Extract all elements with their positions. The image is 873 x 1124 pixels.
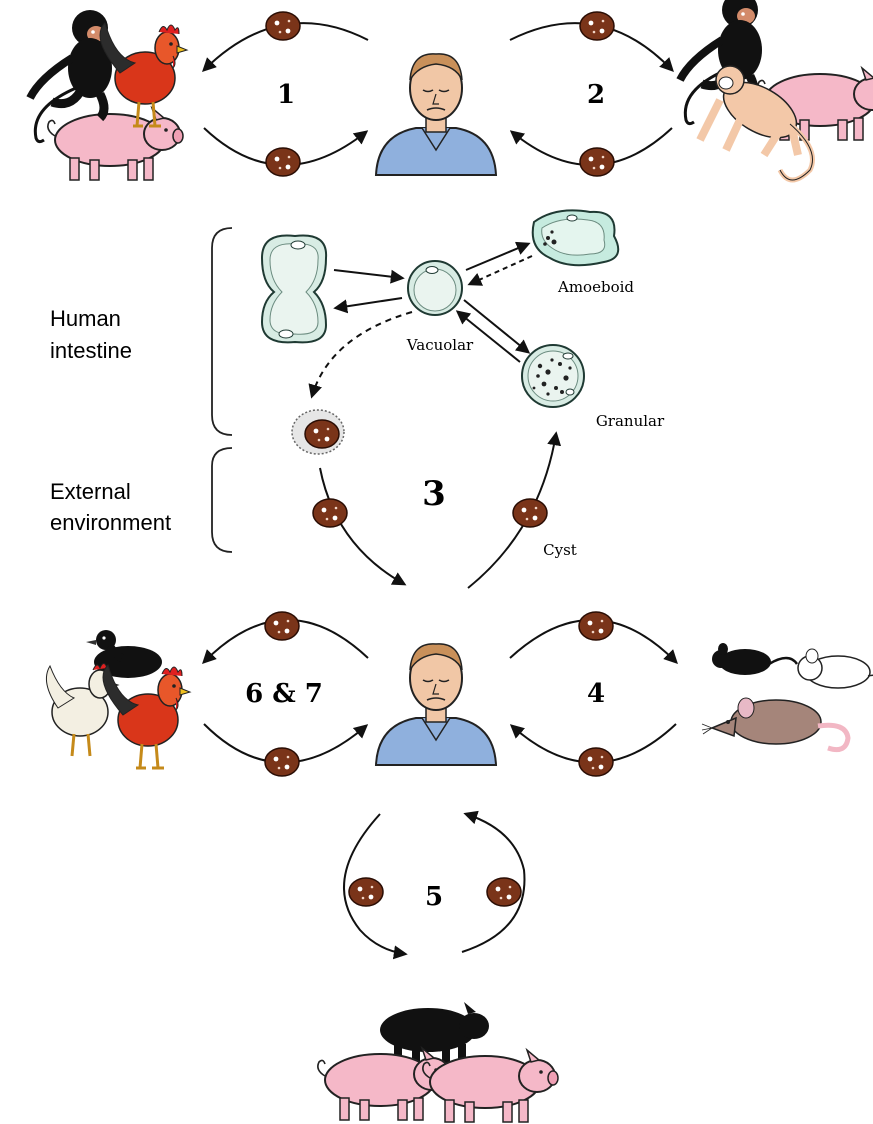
environment-bracket bbox=[212, 448, 232, 552]
granular-cell bbox=[522, 345, 584, 407]
cycle-67-label: 6 & 7 bbox=[245, 679, 323, 709]
rats-icon bbox=[702, 643, 873, 750]
cyst-icon bbox=[265, 612, 299, 640]
cyst-icon bbox=[513, 499, 547, 527]
cyst-icon bbox=[579, 612, 613, 640]
granular-label: Granular bbox=[596, 412, 665, 430]
external-environment-label-1: External bbox=[50, 479, 131, 504]
human-intestine-label-1: Human bbox=[50, 306, 121, 331]
intestine-bracket bbox=[212, 228, 232, 435]
cyst-icon bbox=[580, 12, 614, 40]
cyst-icon bbox=[580, 148, 614, 176]
cyst-label: Cyst bbox=[543, 541, 577, 559]
vacuolar-cell bbox=[408, 261, 462, 315]
precyst-icon bbox=[292, 410, 344, 454]
cyst-icon bbox=[313, 499, 347, 527]
human-top bbox=[376, 54, 496, 175]
vacuolar-label: Vacuolar bbox=[406, 336, 474, 354]
monkey-rooster-pig-icon bbox=[30, 10, 187, 180]
cyst-icon bbox=[265, 748, 299, 776]
amoeboid-cell bbox=[533, 210, 619, 265]
arrow-vac-to-cyst-dashed bbox=[312, 312, 412, 396]
arrow-vac-to-div bbox=[336, 298, 402, 308]
amoeboid-label: Amoeboid bbox=[557, 278, 634, 296]
arrow-div-to-vac bbox=[334, 270, 402, 278]
external-environment-label-2: environment bbox=[50, 510, 171, 535]
cycle-1-label: 1 bbox=[277, 80, 295, 110]
pigs-icon bbox=[318, 1002, 558, 1122]
human-intestine-label-2: intestine bbox=[50, 338, 132, 363]
cyst-icon bbox=[349, 878, 383, 906]
cycle-3-label: 3 bbox=[422, 474, 446, 514]
cycle-5-label: 5 bbox=[425, 882, 443, 912]
cycle-4-label: 4 bbox=[587, 679, 605, 709]
cycle-2-label: 2 bbox=[587, 80, 605, 110]
arrow-vac-to-amoe bbox=[466, 244, 528, 270]
dividing-cell bbox=[262, 235, 326, 342]
cyst-icon bbox=[266, 12, 300, 40]
monkey-pig-icon bbox=[680, 0, 873, 180]
human-middle bbox=[376, 644, 496, 765]
arrow-vac-to-gran bbox=[464, 300, 528, 352]
cyst-icon bbox=[266, 148, 300, 176]
cyst-icon bbox=[487, 878, 521, 906]
duck-roosters-icon bbox=[46, 630, 190, 768]
cyst-icon bbox=[579, 748, 613, 776]
arrow-amoe-to-vac bbox=[470, 256, 532, 284]
